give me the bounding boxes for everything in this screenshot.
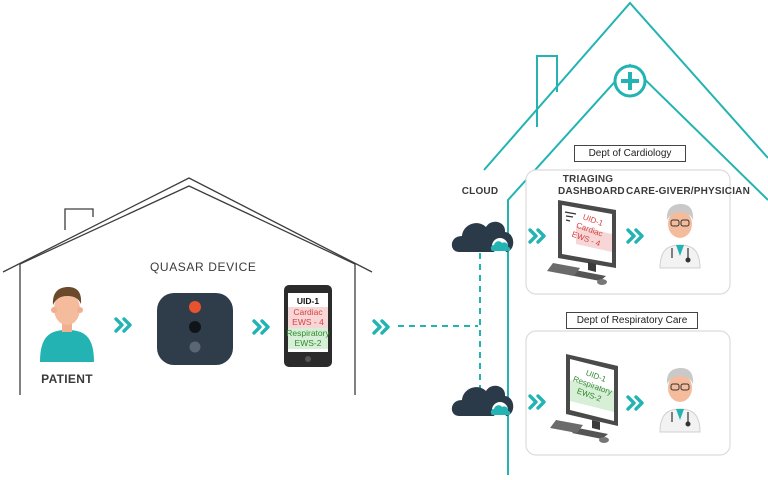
phone-respiratory-ews: EWS-2 [294, 338, 322, 348]
chevron-icon-4 [528, 228, 546, 244]
chevron-icon-1 [114, 317, 132, 333]
doctor-avatar-respiratory [659, 368, 701, 433]
triaging-label-line2: DASHBOARD [558, 186, 625, 197]
chevron-icon-3 [372, 319, 390, 335]
dashboard-monitor-cardiology [547, 200, 616, 285]
hospital-cross-icon [613, 64, 647, 98]
quasar-device [157, 293, 233, 365]
doctor-avatar-cardiology [659, 204, 701, 269]
phone-cardiac: Cardiac [293, 307, 323, 317]
dept-respiratory-label: Dept of Respiratory Care [566, 312, 698, 329]
cloud-icon-top [451, 221, 514, 254]
cloud-label: CLOUD [461, 186, 499, 197]
patient-phone [284, 285, 332, 367]
phone-respiratory: Respiratory [286, 328, 330, 338]
triaging-label-line1: TRIAGING [562, 174, 614, 185]
patient-avatar [40, 287, 94, 362]
dept-cardiology-label: Dept of Cardiology [574, 145, 686, 162]
patient-house [2, 177, 373, 395]
phone-uid: UID-1 [296, 296, 320, 306]
chevron-icon-7 [626, 395, 644, 411]
quasar-device-label: QUASAR DEVICE [150, 260, 257, 274]
chevron-icon-6 [528, 394, 546, 410]
cloud-icon-bottom [451, 385, 514, 418]
phone-cardiac-ews: EWS - 4 [292, 317, 324, 327]
care-giver-label: CARE-GIVER/PHYSICIAN [626, 186, 751, 197]
chevron-icon-5 [626, 228, 644, 244]
data-link-dashed [398, 253, 481, 392]
hospital-building [483, 1, 768, 475]
dashboard-monitor-respiratory [550, 354, 618, 443]
patient-label: PATIENT [41, 372, 93, 386]
chevron-icon-2 [252, 319, 270, 335]
respiratory-card [525, 330, 731, 456]
